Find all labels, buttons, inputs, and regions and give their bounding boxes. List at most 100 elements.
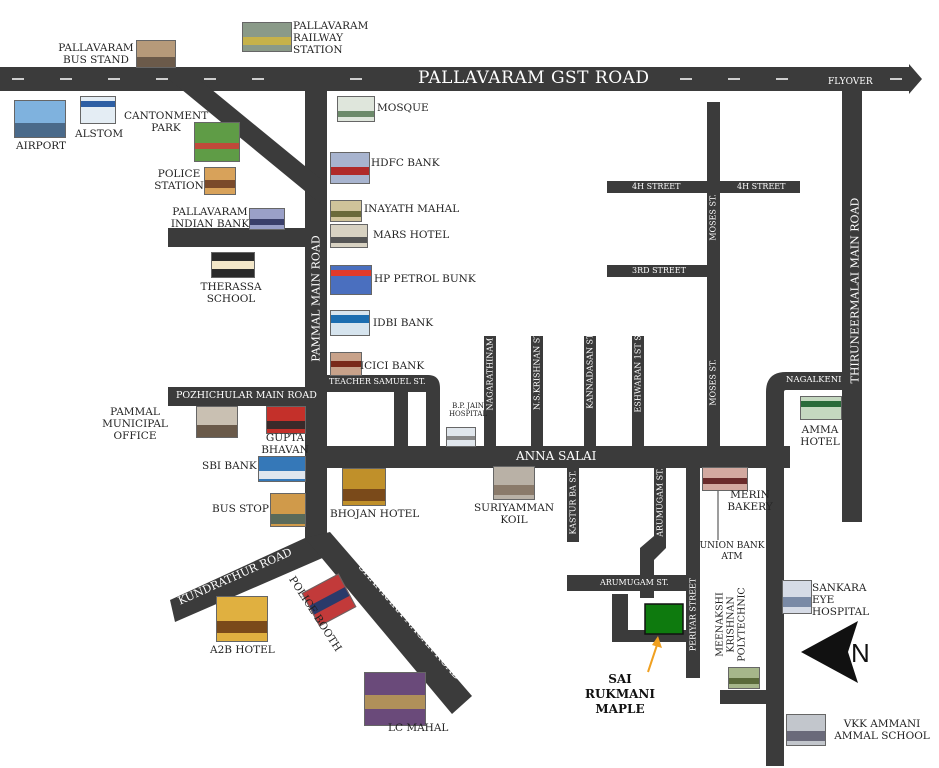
bus-stop-photo: [270, 493, 306, 527]
bus-stand-photo: [136, 40, 176, 68]
road-gst: [0, 67, 909, 91]
compass-letter: N: [851, 638, 870, 668]
airport-photo: [14, 100, 66, 138]
nskrishnan-label: N.S.KRISHNAN ST.: [532, 331, 542, 410]
pammal-office-photo: [196, 406, 238, 438]
idbi-photo: [330, 310, 370, 336]
eshwaran-label: ESHWARAN 1ST ST.: [633, 328, 643, 413]
indian-bank-label: PALLAVARAM INDIAN BANK: [170, 206, 250, 230]
mars-label: MARS HOTEL: [373, 229, 450, 241]
cantonment-photo: [194, 122, 240, 162]
bpjain-photo: [446, 427, 476, 447]
road-4th-street: [607, 181, 800, 193]
bhojan-photo: [342, 468, 386, 506]
amma-label: AMMA HOTEL: [800, 424, 840, 448]
road-kastur: [567, 462, 579, 542]
bpjain-label: B.P. JAIN HOSPITAL: [448, 402, 488, 418]
police-station-photo: [204, 167, 236, 195]
idbi-label: IDBI BANK: [373, 317, 434, 329]
road-3rd-street: [607, 265, 707, 277]
pammal-road-label: PAMMAL MAIN ROAD: [309, 235, 323, 362]
nagalkeni-label: NAGALKENI: [786, 375, 842, 385]
road-teacher-samuel: [327, 375, 440, 452]
road-eshwaran: [632, 336, 644, 452]
therassa-label: THERASSA SCHOOL: [200, 281, 262, 305]
road-indian-bank: [168, 228, 318, 247]
icici-photo: [330, 352, 362, 376]
pozhichalur-label: POZHICHULAR MAIN ROAD: [176, 390, 317, 401]
gupta-label: GUPTA BHAVAN: [261, 432, 309, 456]
bus-stop-label: BUS STOP: [212, 503, 269, 515]
railway-label: PALLAVARAM RAILWAY STATION: [293, 20, 369, 56]
moses-bottom-label: MOSES ST.: [708, 359, 718, 406]
4th-street-left-label: 4H STREET: [632, 182, 681, 191]
road-arumugam-stub: [612, 594, 628, 636]
pammal-office-label: PAMMAL MUNICIPAL OFFICE: [102, 406, 168, 442]
road-diagonal: [170, 80, 322, 205]
meenakshi-photo: [728, 667, 760, 689]
periyar-label: PERIYAR STREET: [688, 577, 698, 652]
inayath-photo: [330, 200, 362, 222]
hp-label: HP PETROL BUNK: [374, 273, 476, 285]
mosque-label: MOSQUE: [377, 102, 429, 114]
kastur-label: KASTUR BA ST.: [568, 470, 578, 535]
thiruneermalai-label: THIRUNEERMALAI MAIN ROAD: [848, 197, 862, 384]
road-meenakshi: [720, 690, 770, 704]
lc-mahal-label: LC MAHAL: [388, 722, 449, 734]
indian-bank-photo: [249, 208, 285, 230]
road-arumugam-v: [640, 462, 666, 598]
gst-road-label: PALLAVARAM GST ROAD: [418, 68, 650, 88]
teacher-samuel-label: TEACHER SAMUEL ST.: [329, 377, 426, 386]
bus-stand-label: PALLAVARAM BUS STAND: [58, 42, 134, 66]
a2b-label: A2B HOTEL: [210, 644, 275, 656]
meenakshi-label: MEENAKSHI KRISHNAN POLYTECHNIC: [714, 587, 748, 662]
vkk-label: VKK AMMANI AMMAL SCHOOL: [834, 718, 930, 742]
nagarathinam-label: NAGARATHINAM ST.: [485, 323, 495, 411]
3rd-street-label: 3RD STREET: [632, 266, 686, 275]
road-periyar: [686, 462, 700, 678]
amma-photo: [800, 396, 842, 420]
alstom-label: ALSTOM: [75, 128, 124, 140]
road-pozhichalur: [168, 387, 318, 406]
sankara-photo: [782, 580, 812, 614]
arumugam-h-label: ARUMUGAM ST.: [600, 578, 669, 587]
therassa-photo: [211, 252, 255, 278]
road-shankara: [305, 532, 472, 714]
vkk-photo: [786, 714, 826, 746]
inayath-label: INAYATH MAHAL: [364, 203, 460, 215]
anna-salai-label: ANNA SALAI: [516, 449, 597, 463]
road-kannadasan: [584, 336, 596, 452]
site-plot: [644, 603, 684, 635]
moses-top-label: MOSES ST.: [708, 194, 718, 241]
4th-street-right-label: 4H STREET: [737, 182, 786, 191]
hdfc-label: HDFC BANK: [371, 157, 440, 169]
union-label: UNION BANK ATM: [699, 541, 765, 562]
compass-arrow-icon: [801, 621, 858, 683]
destination-label: SAI RUKMANI MAPLE: [584, 672, 656, 716]
suriyamman-label: SURIYAMMAN KOIL: [473, 502, 555, 526]
hdfc-photo: [330, 152, 370, 184]
road-nskrishnan: [531, 336, 543, 452]
destination-arrow-head: [652, 636, 662, 648]
hp-photo: [330, 265, 372, 295]
flyover-label: FLYOVER: [828, 77, 873, 87]
mars-photo: [330, 224, 368, 248]
sbi-label: SBI BANK: [202, 460, 257, 472]
gupta-photo: [266, 406, 306, 434]
sankara-label: SANKARA EYE HOSPITAL: [812, 582, 870, 618]
merin-photo: [702, 467, 748, 491]
alstom-photo: [80, 96, 116, 124]
kannadasan-label: KANNADASAN ST.: [585, 332, 595, 409]
icici-label: ICICI BANK: [360, 360, 425, 372]
railway-photo: [242, 22, 292, 52]
airport-label: AIRPORT: [16, 140, 67, 152]
road-thiruneermalai: [842, 80, 862, 522]
bhojan-label: BHOJAN HOTEL: [330, 508, 420, 520]
gst-arrow-head: [909, 64, 922, 94]
a2b-photo: [216, 596, 268, 642]
road-kundrathur: [170, 538, 327, 622]
road-nagalkeni: [766, 372, 852, 766]
mosque-photo: [337, 96, 375, 122]
